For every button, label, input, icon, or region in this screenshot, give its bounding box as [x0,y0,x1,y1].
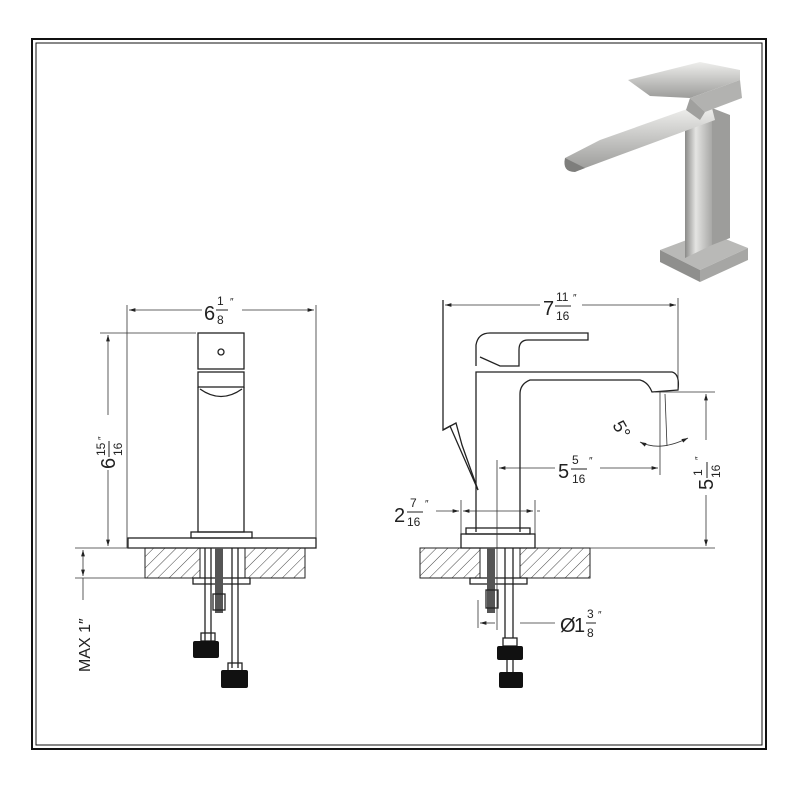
dim-base-width: 2 7 16 ″ [394,496,429,529]
svg-text:1: 1 [574,615,585,637]
dim-spout-angle: 5° [609,417,635,442]
svg-text:8: 8 [217,313,224,327]
svg-text:″: ″ [589,456,593,467]
svg-text:11: 11 [556,290,569,304]
svg-text:5: 5 [696,479,718,490]
svg-text:15: 15 [94,442,108,456]
svg-text:8: 8 [587,626,594,640]
svg-text:6: 6 [204,303,215,325]
svg-text:5: 5 [558,461,569,483]
side-view [419,298,715,688]
svg-text:″: ″ [573,293,577,304]
svg-text:″: ″ [598,610,602,621]
front-view [75,305,317,688]
svg-text:5: 5 [572,453,579,467]
svg-text:1: 1 [217,294,224,308]
dim-front-height: 6 15 16 ″ [94,436,125,469]
dim-hole-diameter: Ø 1 3 8 ″ [560,607,602,640]
faucet-product-photo [564,62,748,282]
dim-spout-height: 5 1 16 ″ [691,456,723,490]
dim-max-deck: MAX 1″ [77,618,94,672]
dim-side-length: 7 11 16 ″ [543,290,577,323]
svg-text:16: 16 [572,472,586,486]
svg-text:6: 6 [98,458,120,469]
svg-text:7: 7 [543,298,554,320]
svg-text:Ø: Ø [560,615,576,637]
svg-text:3: 3 [587,607,594,621]
svg-text:″: ″ [230,297,234,308]
svg-text:7: 7 [410,496,417,510]
svg-text:16: 16 [556,309,570,323]
svg-text:″: ″ [425,499,429,510]
svg-text:1: 1 [691,469,705,476]
svg-text:16: 16 [709,464,723,478]
dim-spout-reach: 5 5 16 ″ [558,453,593,486]
drawing-frame [31,38,767,750]
svg-text:16: 16 [111,442,125,456]
svg-text:2: 2 [394,505,405,527]
dim-front-width: 6 1 8 ″ [204,294,234,327]
svg-text:″: ″ [694,456,705,460]
svg-text:16: 16 [407,515,421,529]
svg-text:″: ″ [97,436,108,440]
